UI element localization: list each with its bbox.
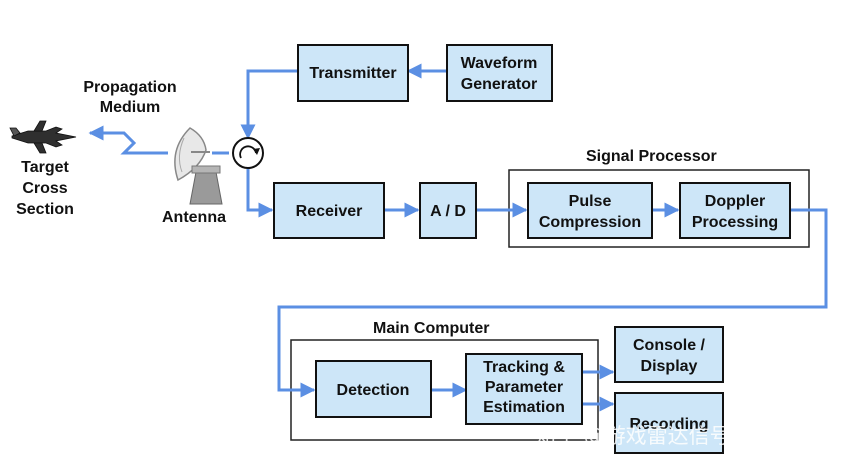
svg-text:Medium: Medium — [100, 99, 160, 116]
svg-text:Section: Section — [16, 201, 74, 218]
propagation-wave-arrow — [88, 125, 168, 155]
svg-text:Parameter: Parameter — [485, 379, 563, 396]
ad-converter-block: A / D — [419, 182, 477, 239]
svg-text:Transmitter: Transmitter — [309, 65, 396, 82]
svg-text:Waveform: Waveform — [461, 55, 538, 72]
svg-text:Console /: Console / — [633, 337, 706, 354]
doppler-to-detection-arrow — [277, 208, 828, 398]
transmitter-to-circulator-arrow — [240, 69, 298, 140]
doppler-processing-block: Doppler Processing — [679, 182, 791, 239]
svg-text:Display: Display — [641, 358, 698, 375]
svg-text:Pulse: Pulse — [569, 193, 612, 210]
pulse-compression-block: Pulse Compression — [527, 182, 653, 239]
circulator-icon — [232, 137, 264, 169]
detection-block: Detection — [315, 360, 432, 418]
svg-text:Propagation: Propagation — [83, 79, 176, 96]
svg-text:Estimation: Estimation — [483, 399, 565, 416]
connections — [88, 63, 828, 412]
receiver-block: Receiver — [273, 182, 385, 239]
svg-text:Target: Target — [21, 159, 69, 176]
propagation-medium-label: Propagation Medium — [83, 79, 176, 116]
antenna-label: Antenna — [162, 209, 226, 226]
waveform-generator-block: Waveform Generator — [446, 44, 553, 102]
svg-text:Processing: Processing — [692, 214, 778, 231]
signal-processor-title: Signal Processor — [586, 148, 717, 165]
svg-text:Recording: Recording — [629, 416, 708, 433]
aircraft-icon — [9, 120, 77, 154]
watermark-text: 知乎 @游戏雷达信号电路 — [535, 424, 773, 448]
main-computer-title: Main Computer — [373, 320, 489, 337]
svg-text:A / D: A / D — [430, 203, 466, 220]
recording-block: Recording — [614, 392, 724, 454]
transmitter-block: Transmitter — [297, 44, 409, 102]
svg-text:Doppler: Doppler — [705, 193, 765, 210]
tracking-parameter-estimation-block: Tracking & Parameter Estimation — [465, 353, 583, 425]
svg-text:Cross: Cross — [22, 180, 67, 197]
antenna-icon — [174, 127, 223, 205]
svg-text:Tracking &: Tracking & — [483, 359, 565, 376]
svg-text:Receiver: Receiver — [296, 203, 363, 220]
svg-text:Detection: Detection — [337, 382, 410, 399]
svg-text:Compression: Compression — [539, 214, 641, 231]
svg-text:Generator: Generator — [461, 76, 537, 93]
console-display-block: Console / Display — [614, 326, 724, 383]
target-cross-section-label: Target Cross Section — [16, 159, 74, 218]
circulator-to-receiver-arrow — [246, 168, 274, 218]
